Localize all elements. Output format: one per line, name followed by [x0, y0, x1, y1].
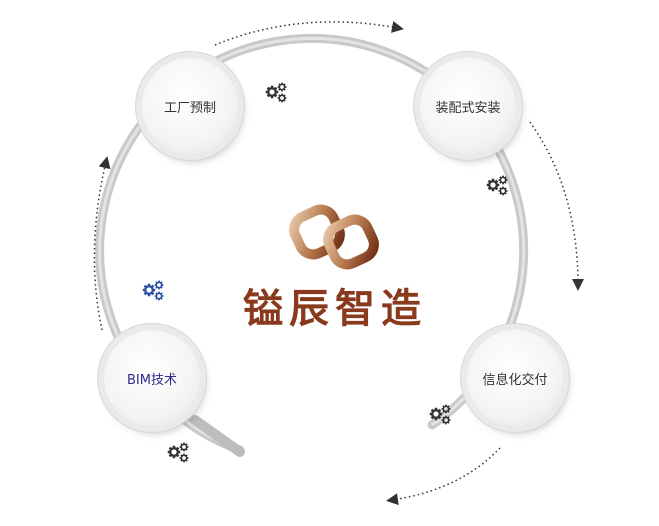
node-info-delivery: 信息化交付	[467, 330, 563, 426]
gear-icon	[167, 445, 181, 459]
node-label: 装配式安装	[435, 100, 501, 116]
node-label: 工厂预制	[163, 100, 216, 116]
gear-icon	[429, 407, 443, 421]
gear-icon	[142, 283, 156, 297]
gear-icon	[154, 280, 164, 290]
node-label: 信息化交付	[482, 372, 548, 388]
node-factory-prefab: 工厂预制	[142, 58, 238, 154]
gear-icon	[277, 93, 287, 103]
gear-icon	[441, 415, 451, 425]
node-label: BIM技术	[127, 372, 177, 388]
gear-icon	[498, 175, 508, 185]
gear-icon	[498, 186, 508, 196]
node-assembly-install: 装配式安装	[420, 58, 516, 154]
logo-mark-icon	[289, 204, 379, 270]
gear-icon	[486, 178, 500, 192]
arrow-bottom	[386, 447, 501, 506]
gear-icon	[265, 85, 279, 99]
gear-icon	[154, 291, 164, 301]
main-ring-highlight	[98, 37, 526, 452]
gear-icon	[277, 82, 287, 92]
gear-icon	[179, 442, 189, 452]
arrow-right	[529, 121, 584, 291]
arrow-left	[93, 156, 111, 331]
gear-icon	[441, 404, 451, 414]
node-bim: BIM技术	[104, 330, 200, 426]
arrow-top	[214, 21, 404, 46]
gear-icon	[179, 453, 189, 463]
logo-text: 镒辰智造	[243, 285, 427, 332]
handle-bim	[190, 415, 245, 457]
